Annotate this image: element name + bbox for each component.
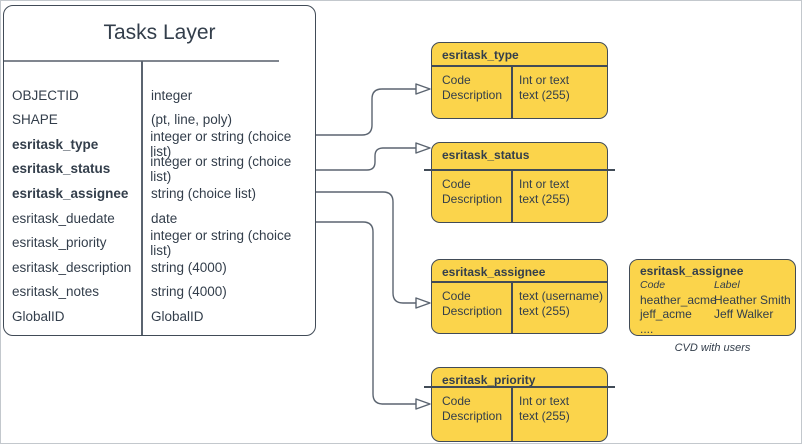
field-type: GlobalID: [151, 308, 204, 324]
field-name: esritask_duedate: [12, 210, 115, 226]
column-divider: [141, 61, 143, 335]
cvd-label: Jeff Walker: [714, 307, 774, 322]
table-row: esritask_status integer or string (choice…: [4, 153, 315, 184]
table-row: esritask_notes string (4000): [4, 279, 315, 304]
cvd-row: jeff_acme Jeff Walker: [640, 307, 795, 321]
column-divider: [511, 281, 513, 333]
tasks-layer-title: Tasks Layer: [103, 21, 216, 44]
field-name: esritask_status: [12, 161, 111, 177]
cvd-row-ellipsis: ....: [640, 322, 795, 336]
cell-label: Description: [442, 408, 503, 423]
column-divider: [511, 169, 513, 222]
table-row: esritask_priority integer or string (choi…: [4, 227, 315, 258]
choice-table-type: esritask_type Code Description Int or te…: [431, 42, 608, 119]
cell-label: Description: [442, 87, 503, 102]
arrowhead-icon: [415, 398, 431, 410]
cvd-label: Heather Smith: [714, 292, 791, 307]
cell-label: Description: [442, 191, 503, 206]
cvd-code: heather_acme: [640, 292, 717, 307]
tasks-layer-field-list: OBJECTID integer SHAPE (pt, line, poly) es…: [4, 83, 315, 328]
arrowhead-icon: [415, 83, 431, 95]
field-name: SHAPE: [12, 112, 58, 128]
field-type: integer or string (choice list): [150, 129, 292, 160]
connector-assignee: [316, 191, 416, 304]
cell-label: Description: [442, 303, 503, 318]
field-type: integer or string (choice list): [150, 227, 292, 258]
column-divider: [511, 386, 513, 441]
choice-table-title: esritask_assignee: [442, 265, 546, 279]
field-name: OBJECTID: [12, 87, 79, 103]
cell-value: Int or text: [519, 394, 570, 408]
cell-label: Code: [442, 177, 471, 191]
cell-value: text (255): [519, 87, 570, 102]
field-name: GlobalID: [12, 308, 65, 324]
table-row: OBJECTID integer: [4, 83, 315, 108]
choice-table-priority: esritask_priority Code Description Int o…: [424, 367, 615, 442]
cell-value: Int or text: [519, 73, 570, 87]
field-name: esritask_notes: [12, 284, 100, 300]
choice-table-body: Code Description text (username) text (2…: [432, 281, 607, 333]
title-divider: [432, 281, 607, 283]
tasks-layer-table: Tasks Layer OBJECTID integer SHAPE (pt, li…: [3, 5, 316, 336]
field-name: esritask_priority: [12, 235, 107, 251]
title-divider: [424, 386, 615, 388]
field-type: date: [151, 210, 178, 226]
column-divider: [511, 65, 513, 118]
field-type: string (4000): [151, 284, 227, 300]
title-divider: [4, 60, 279, 62]
table-row: esritask_description string (4000): [4, 255, 315, 280]
cell-label: Code: [442, 394, 471, 408]
cell-value: text (255): [519, 303, 570, 318]
title-divider: [432, 65, 607, 67]
connector-type: [316, 88, 416, 136]
choice-table-body: Code Description Int or text text (255): [432, 386, 607, 441]
field-name: esritask_type: [12, 136, 99, 152]
connector-status: [316, 147, 416, 171]
choice-table-body: Code Description Int or text text (255): [432, 169, 607, 222]
field-type: string (choice list): [151, 185, 257, 201]
field-type: (pt, line, poly): [151, 112, 233, 128]
connector-priority: [316, 221, 416, 405]
column-header: Code: [640, 279, 666, 292]
cell-value: text (255): [519, 408, 570, 423]
table-row: esritask_duedate date: [4, 206, 315, 231]
cvd-row: heather_acme Heather Smith: [640, 293, 795, 307]
cvd-caption: CVD with users: [674, 342, 751, 354]
choice-table-title: esritask_priority: [442, 373, 536, 387]
cvd-code: jeff_acme: [640, 307, 692, 322]
column-header: Label: [714, 279, 740, 292]
table-row: GlobalID GlobalID: [4, 304, 315, 329]
field-type: integer or string (choice list): [150, 153, 292, 184]
table-row: SHAPE (pt, line, poly): [4, 108, 315, 133]
arrowhead-icon: [415, 142, 431, 154]
cell-value: text (255): [519, 191, 570, 206]
arrowhead-icon: [415, 297, 431, 309]
cell-value: text (username): [519, 289, 604, 303]
field-name: esritask_description: [12, 259, 132, 275]
cell-label: Code: [442, 73, 471, 87]
cvd-title: esritask_assignee: [640, 264, 744, 278]
field-name: esritask_assignee: [12, 185, 129, 201]
ellipsis-text: ....: [640, 321, 654, 336]
cvd-column-headers: Code Label: [640, 278, 795, 292]
field-type: integer: [151, 87, 193, 103]
field-type: string (4000): [151, 259, 227, 275]
choice-table-assignee: esritask_assignee Code Description text …: [431, 259, 608, 334]
cell-value: Int or text: [519, 177, 570, 191]
choice-table-body: Code Description Int or text text (255): [432, 65, 607, 118]
choice-table-status: esritask_status Code Description Int or …: [424, 142, 615, 223]
table-row: esritask_type integer or string (choice l…: [4, 129, 315, 160]
cvd-users-table: esritask_assignee Code Label heather_acm…: [629, 259, 796, 336]
cell-label: Code: [442, 289, 471, 303]
title-divider: [424, 169, 615, 171]
choice-table-title: esritask_type: [442, 48, 519, 62]
table-row: esritask_assignee string (choice list): [4, 181, 315, 206]
choice-table-title: esritask_status: [442, 148, 530, 162]
